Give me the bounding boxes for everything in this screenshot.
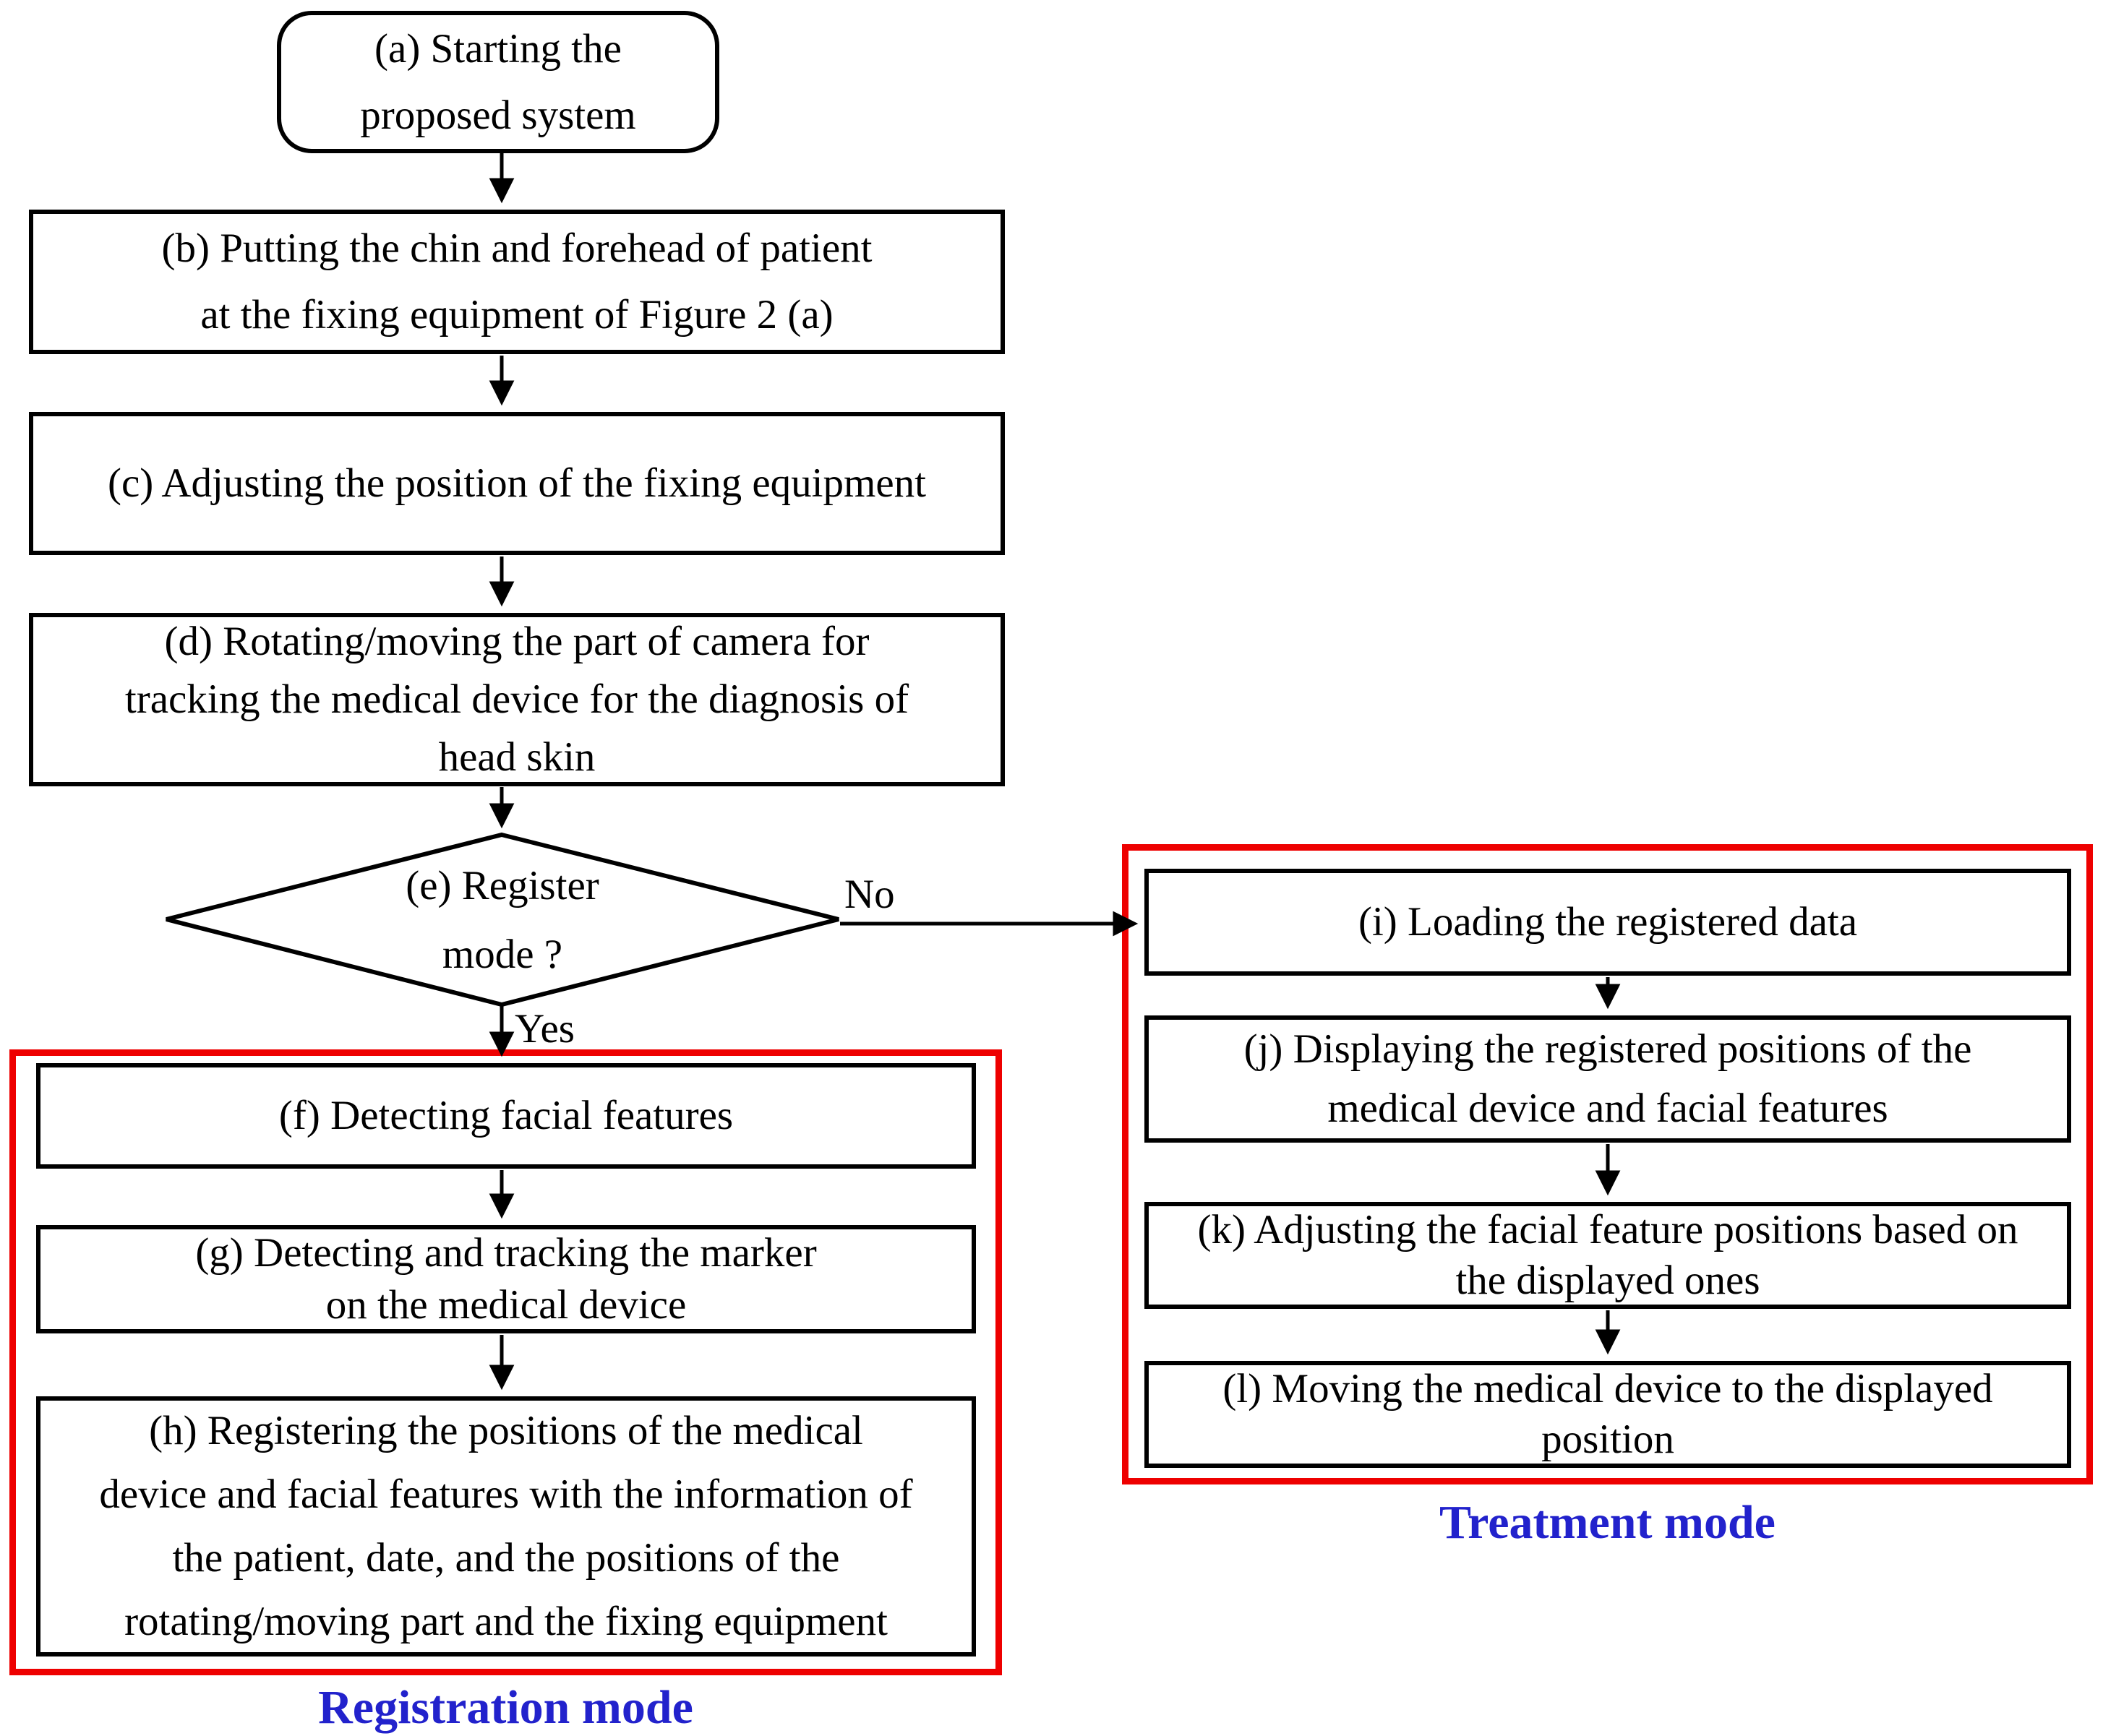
node-f-detecting-facial-features: (f) Detecting facial features [36, 1063, 976, 1169]
node-d-line: head skin [438, 734, 596, 780]
node-k-line: the displayed ones [1455, 1258, 1760, 1303]
registration-mode-label: Registration mode [318, 1681, 693, 1734]
node-f-line: (f) Detecting facial features [278, 1093, 734, 1138]
node-a-start: (a) Starting the proposed system [277, 11, 719, 153]
node-e-line: (e) Register [406, 863, 599, 908]
node-j-displaying-registered-positions: (j) Displaying the registered positions … [1144, 1015, 2071, 1143]
node-g-line: (g) Detecting and tracking the marker [195, 1230, 817, 1276]
node-l-moving-medical-device: (l) Moving the medical device to the dis… [1144, 1361, 2071, 1468]
node-h-line: the patient, date, and the positions of … [172, 1535, 840, 1581]
node-i-line: (i) Loading the registered data [1358, 899, 1858, 945]
node-c-line: (c) Adjusting the position of the fixing… [108, 460, 926, 506]
node-b-line: at the fixing equipment of Figure 2 (a) [200, 292, 834, 338]
node-h-registering-positions: (h) Registering the positions of the med… [36, 1396, 976, 1656]
node-h-line: (h) Registering the positions of the med… [149, 1408, 863, 1453]
node-h-line: device and facial features with the info… [99, 1471, 913, 1517]
node-g-line: on the medical device [325, 1282, 687, 1328]
node-k-line: (k) Adjusting the facial feature positio… [1197, 1207, 2018, 1252]
node-g-detecting-tracking-marker: (g) Detecting and tracking the marker on… [36, 1225, 976, 1333]
treatment-mode-group-outline [1122, 844, 2093, 1484]
node-a-line: (a) Starting the [374, 25, 622, 72]
edge-label-yes: Yes [515, 1006, 575, 1052]
node-b-line: (b) Putting the chin and forehead of pat… [161, 225, 873, 271]
node-e-line: mode ? [442, 932, 563, 977]
node-l-line: position [1541, 1417, 1674, 1462]
node-h-line: rotating/moving part and the fixing equi… [124, 1599, 888, 1644]
node-k-adjusting-facial-feature-positions: (k) Adjusting the facial feature positio… [1144, 1202, 2071, 1309]
node-b-putting-chin: (b) Putting the chin and forehead of pat… [29, 210, 1005, 354]
node-i-loading-registered-data: (i) Loading the registered data [1144, 869, 2071, 976]
node-a-line: proposed system [360, 92, 636, 138]
edge-label-no: No [844, 872, 895, 917]
node-e-register-mode-decision: (e) Register mode ? [311, 851, 694, 989]
node-c-adjusting-position: (c) Adjusting the position of the fixing… [29, 412, 1005, 555]
treatment-mode-label: Treatment mode [1439, 1496, 1776, 1549]
node-d-line: tracking the medical device for the diag… [124, 676, 909, 722]
node-l-line: (l) Moving the medical device to the dis… [1222, 1366, 1993, 1411]
node-d-rotating-camera: (d) Rotating/moving the part of camera f… [29, 613, 1005, 786]
node-j-line: medical device and facial features [1327, 1086, 1888, 1131]
node-d-line: (d) Rotating/moving the part of camera f… [164, 619, 870, 664]
node-j-line: (j) Displaying the registered positions … [1243, 1026, 1972, 1072]
